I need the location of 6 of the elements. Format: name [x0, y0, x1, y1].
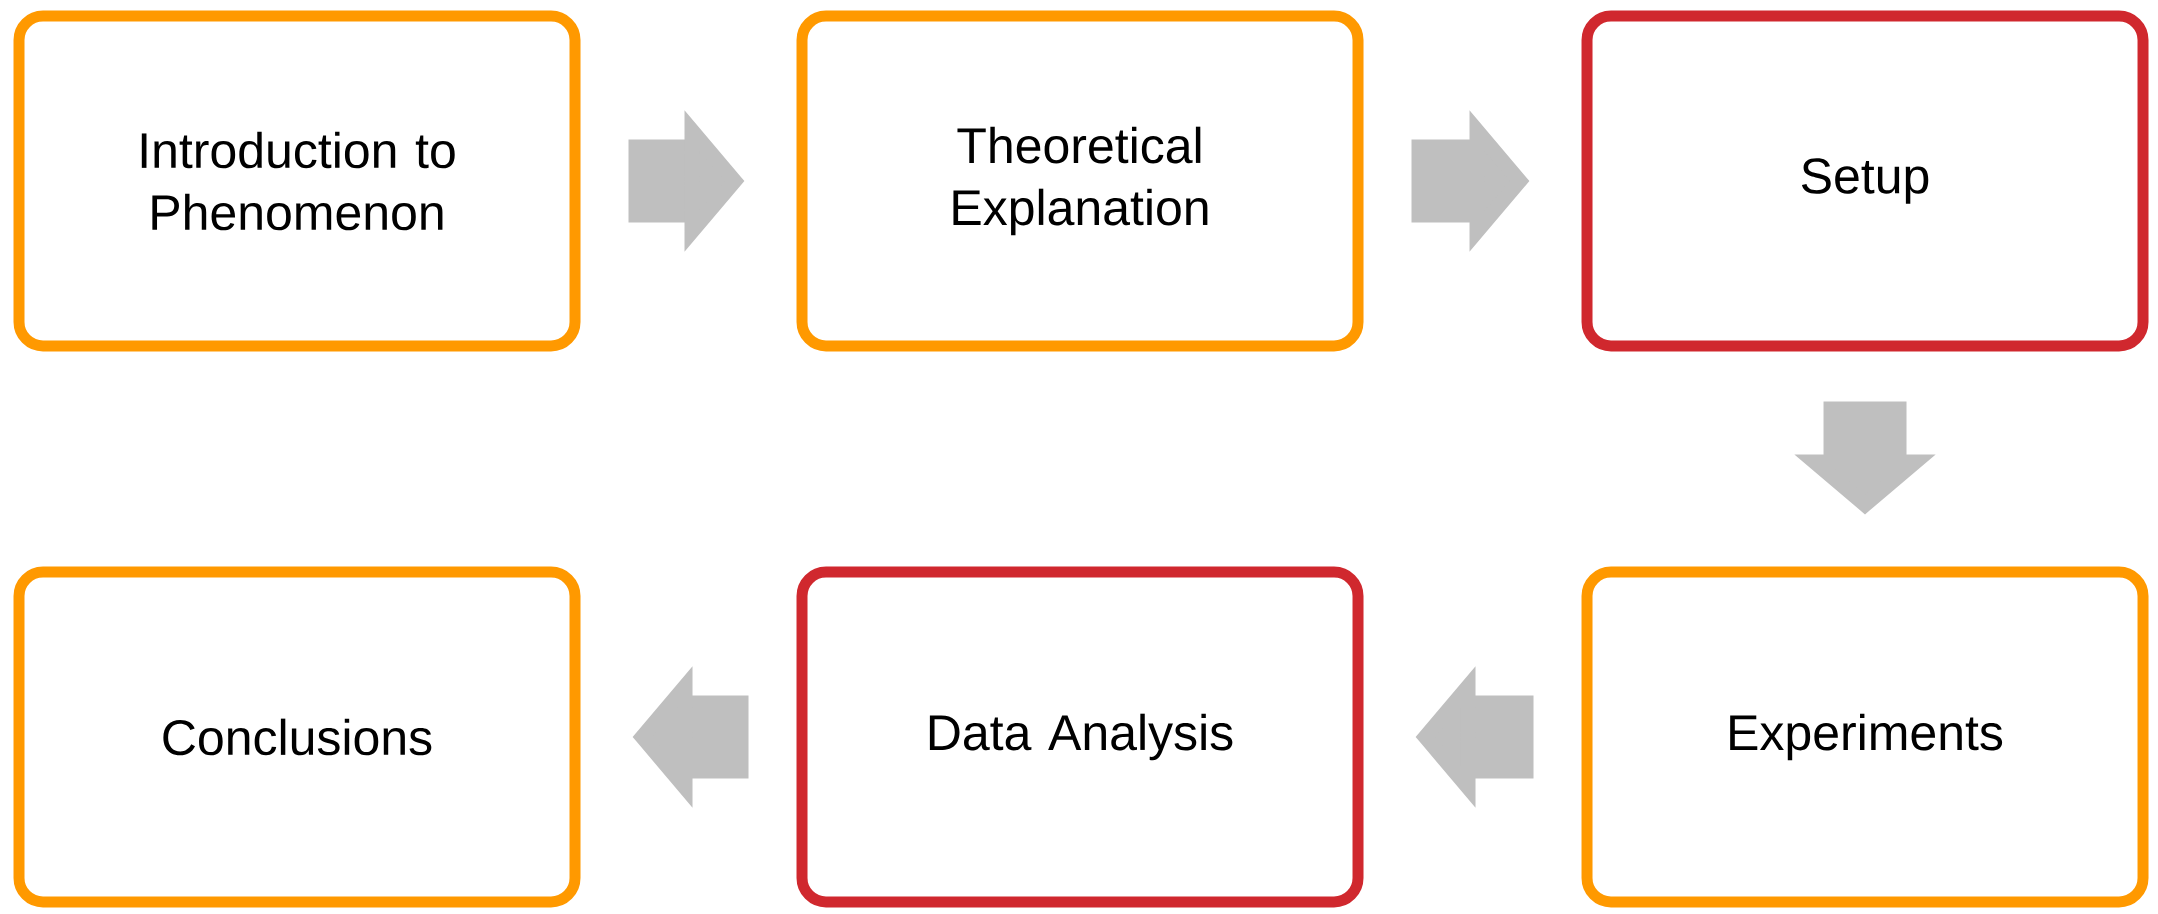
step-box: Introduction to Phenomenon — [13, 10, 581, 352]
step-box: Setup — [1581, 10, 2149, 352]
step-box: Conclusions — [13, 566, 581, 908]
step-box: Theoretical Explanation — [796, 10, 1364, 352]
step-box: Data Analysis — [796, 566, 1364, 908]
step-box: Experiments — [1581, 566, 2149, 908]
